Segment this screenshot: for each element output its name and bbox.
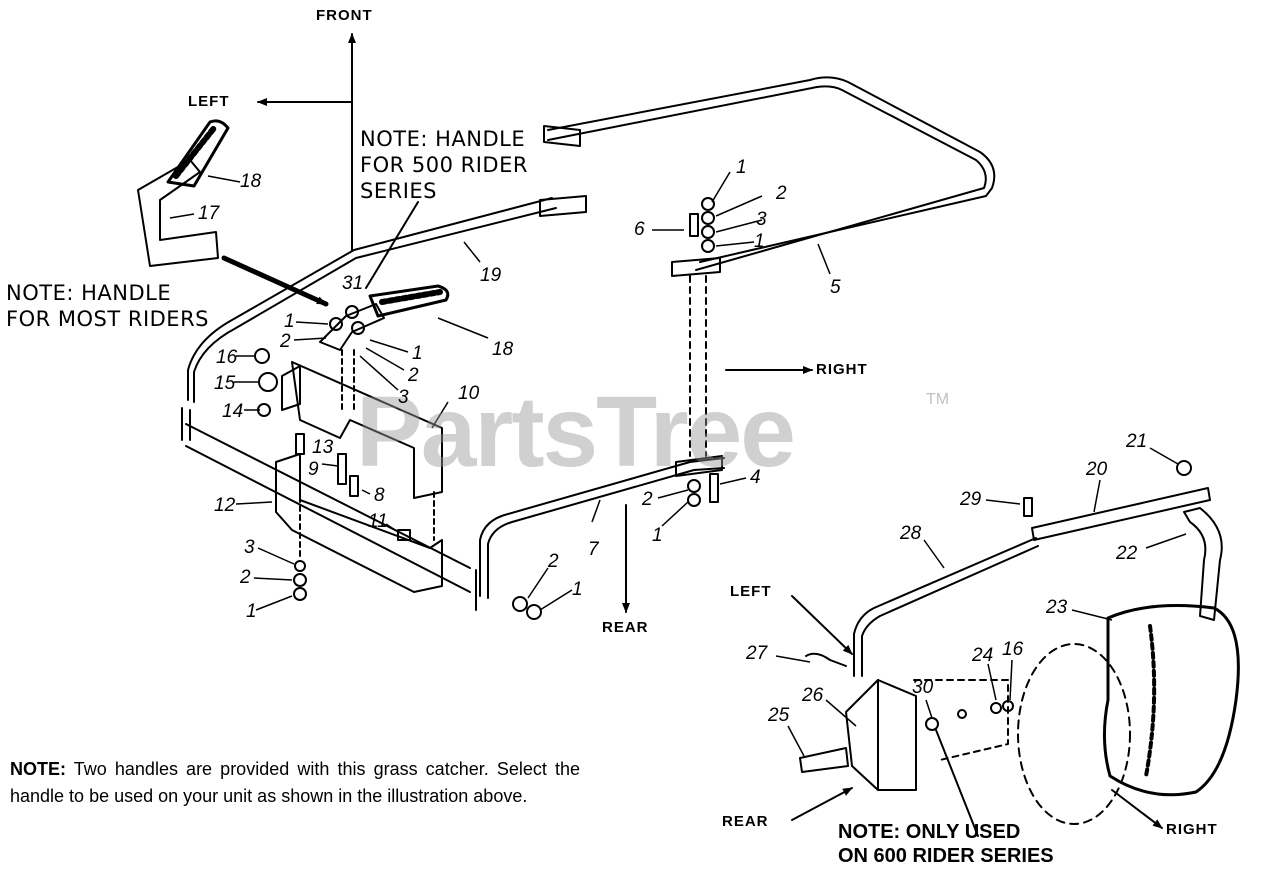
label-front: FRONT (316, 7, 373, 24)
left-arrow-lower (791, 595, 853, 655)
bracket-upper-19 (539, 195, 587, 217)
callout-30: 30 (912, 677, 934, 698)
frame-rod-5 (547, 76, 996, 263)
label-right-lower: RIGHT (1166, 821, 1218, 838)
callout-29: 29 (960, 489, 982, 510)
callout-26: 26 (802, 685, 824, 706)
left-bar (185, 423, 471, 569)
callout-3: 3 (756, 209, 767, 230)
callout-3: 3 (244, 537, 255, 558)
bolt-25 (799, 747, 849, 773)
callout-31: 31 (342, 273, 364, 294)
bottom-note-text: Two handles are provided with this grass… (10, 759, 580, 806)
callout-2: 2 (642, 489, 653, 510)
callout-6: 6 (634, 219, 645, 240)
callout-9: 9 (308, 459, 319, 480)
callout-18: 18 (240, 171, 262, 192)
callout-1: 1 (572, 579, 583, 600)
callout-15: 15 (214, 373, 236, 394)
bracket-4 (675, 455, 723, 477)
note-handle-most: NOTE: HANDLE FOR MOST RIDERS (6, 281, 210, 331)
callout-1: 1 (246, 601, 257, 622)
bracket-22 (1183, 507, 1223, 621)
callout-20: 20 (1086, 459, 1108, 480)
callout-25: 25 (768, 705, 790, 726)
bracket-26 (845, 679, 917, 791)
rod-28 (853, 537, 1037, 677)
label-rear-lower: REAR (722, 813, 769, 830)
hitch-plate-12 (275, 453, 443, 593)
bottom-note: NOTE: Two handles are provided with this… (10, 756, 580, 810)
bracket-5 (671, 257, 721, 277)
callout-2: 2 (240, 567, 251, 588)
callout-2: 2 (548, 551, 559, 572)
callout-3: 3 (398, 387, 409, 408)
handle-500-31 (319, 303, 385, 351)
rear-rod-7-inner (487, 467, 725, 599)
grass-bag-23 (1102, 604, 1240, 797)
callout-16: 16 (216, 347, 238, 368)
callout-14: 14 (222, 401, 244, 422)
callout-2: 2 (408, 365, 419, 386)
callout-11: 11 (368, 511, 388, 532)
callout-16: 16 (1002, 639, 1024, 660)
callout-4: 4 (750, 467, 761, 488)
callout-21: 21 (1126, 431, 1148, 452)
frame-rod-19 (187, 197, 553, 401)
callout-27: 27 (746, 643, 768, 664)
callout-1: 1 (284, 311, 295, 332)
callout-28: 28 (900, 523, 922, 544)
callout-8: 8 (374, 485, 385, 506)
right-arrow-lower (1111, 789, 1163, 829)
label-right-mid: RIGHT (816, 361, 868, 378)
watermark: PartsTree (356, 376, 796, 488)
bracket-top (543, 125, 581, 147)
frame-rod-19-inner (193, 207, 557, 403)
label-left-top: LEFT (188, 93, 230, 110)
callout-19: 19 (480, 265, 502, 286)
callout-7: 7 (588, 539, 599, 560)
rod-20 (1031, 487, 1211, 541)
callout-13: 13 (312, 437, 334, 458)
callout-12: 12 (214, 495, 236, 516)
pointer-500 (365, 201, 419, 289)
note-handle-500: NOTE: HANDLE FOR 500 RIDER SERIES (360, 127, 528, 203)
note-only-600: NOTE: ONLY USED ON 600 RIDER SERIES (838, 821, 1054, 867)
callout-22: 22 (1116, 543, 1138, 564)
callout-1: 1 (754, 231, 765, 252)
callout-2: 2 (280, 331, 291, 352)
wheel (1017, 643, 1131, 825)
callout-10: 10 (458, 383, 480, 404)
rear-rod-7 (479, 457, 725, 597)
callout-1: 1 (652, 525, 663, 546)
callout-23: 23 (1046, 597, 1068, 618)
bottom-note-label: NOTE: (10, 759, 66, 779)
grip-18b (368, 284, 450, 318)
frame-rod-5-inner (547, 85, 987, 271)
rear-arrow-lower (791, 787, 853, 821)
label-rear-mid: REAR (602, 619, 649, 636)
callout-5: 5 (830, 277, 841, 298)
pointer-600 (935, 729, 979, 837)
grip-18a (166, 119, 230, 188)
callout-1: 1 (736, 157, 747, 178)
callout-18: 18 (492, 339, 514, 360)
callout-1: 1 (412, 343, 423, 364)
callout-17: 17 (198, 203, 220, 224)
label-left-lower: LEFT (730, 583, 772, 600)
pointer-most-riders (221, 255, 329, 307)
watermark-tm: TM (926, 391, 950, 408)
hitch-plate-10 (291, 361, 443, 499)
pin-27 (805, 652, 847, 667)
handle-most-17 (137, 159, 219, 267)
callout-24: 24 (972, 645, 994, 666)
callout-2: 2 (776, 183, 787, 204)
